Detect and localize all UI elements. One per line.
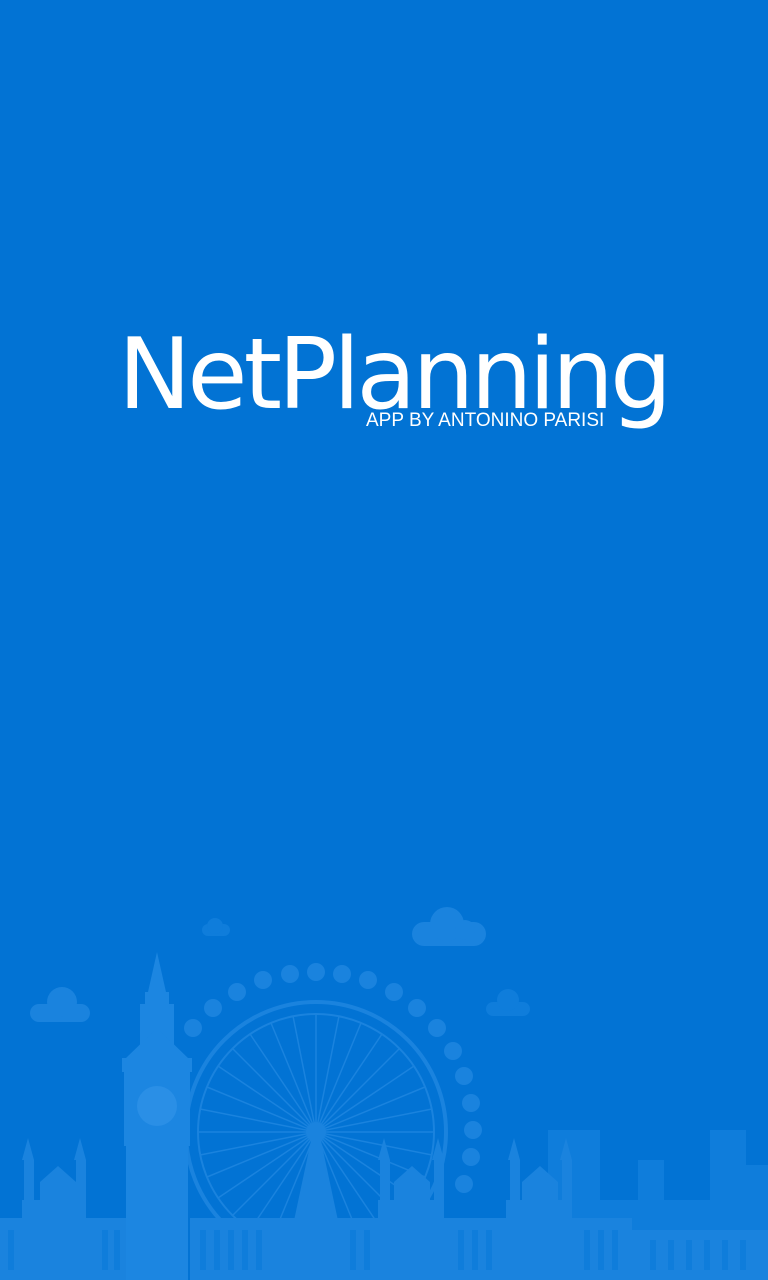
app-subtitle: APP BY ANTONINO PARISI xyxy=(366,410,605,431)
app-logo: NetPlanning APP BY ANTONINO PARISI xyxy=(0,318,768,448)
cloud-icon xyxy=(412,907,486,946)
building-windows xyxy=(8,1230,746,1270)
clock-tower xyxy=(122,952,192,1280)
cloud-icon xyxy=(30,987,90,1022)
cloud-icon xyxy=(486,989,530,1016)
app-title: NetPlanning xyxy=(118,318,672,432)
london-skyline-illustration xyxy=(0,907,768,1280)
ferris-wheel-stand xyxy=(292,1136,340,1230)
clock-face xyxy=(137,1086,177,1126)
cloud-icon xyxy=(202,918,230,936)
ferris-wheel-cabins xyxy=(184,963,482,1193)
